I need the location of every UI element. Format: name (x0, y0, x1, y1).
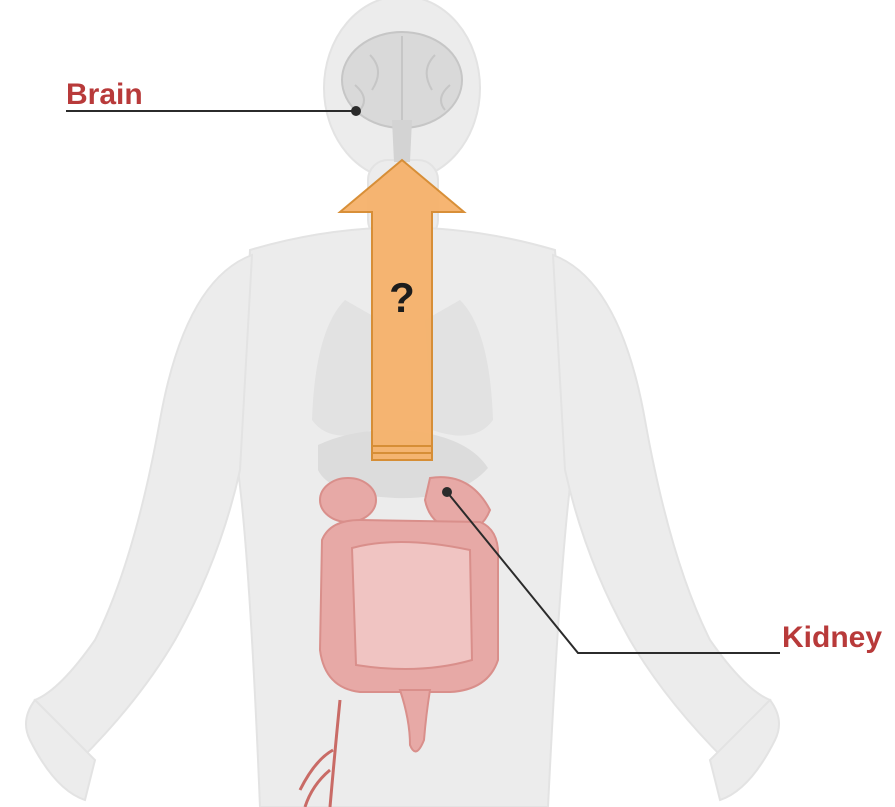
kidney-marker-dot (442, 487, 452, 497)
brainstem-shape (392, 120, 412, 162)
left-arm-shape (35, 255, 252, 760)
right-arm-shape (553, 255, 770, 760)
arrow-question-mark: ? (389, 274, 415, 321)
brain-label: Brain (66, 78, 143, 111)
brain-marker-dot (351, 106, 361, 116)
small-intestine-shape (352, 542, 472, 669)
left-kidney-shape (320, 478, 376, 522)
kidney-label: Kidney (782, 621, 882, 654)
